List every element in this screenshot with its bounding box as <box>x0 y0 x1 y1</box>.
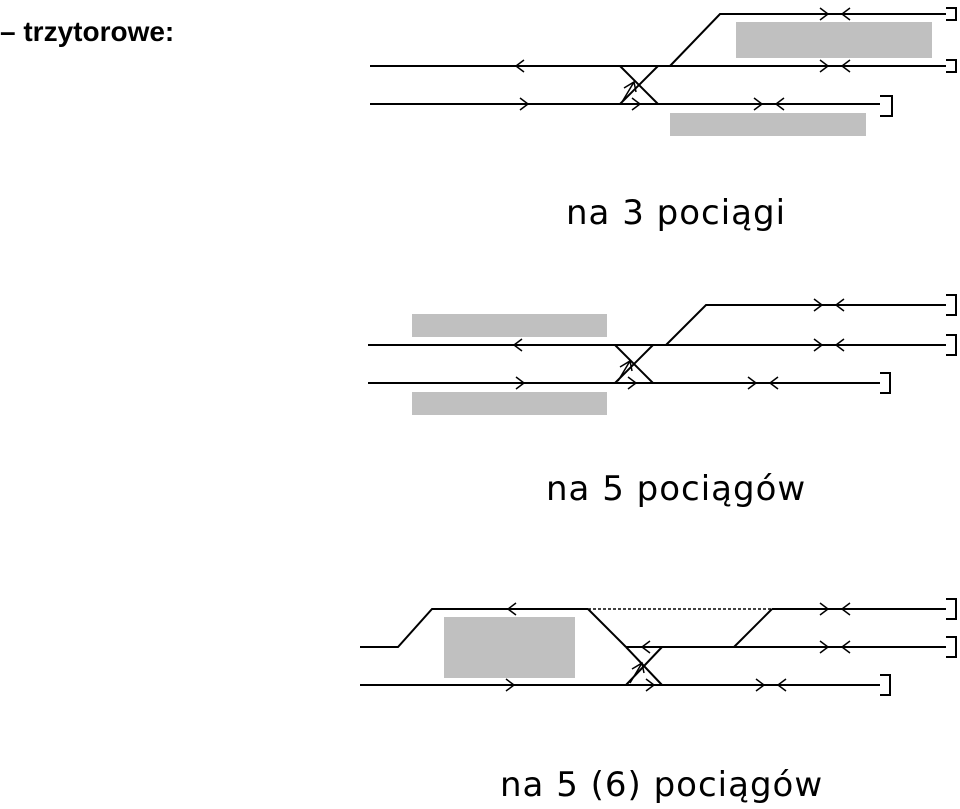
buffer-stop <box>880 95 893 117</box>
buffer-stop <box>946 294 957 316</box>
layout-3-trains: na 3 pociągi <box>370 7 957 233</box>
caption: na 3 pociągi <box>566 193 786 233</box>
buffer-stop <box>946 334 957 356</box>
caption: na 5 (6) pociągów <box>500 765 823 805</box>
buffer-stop <box>946 598 957 620</box>
track-connector <box>733 608 773 648</box>
caption: na 5 pociągów <box>546 469 806 509</box>
buffer-stop <box>880 674 891 696</box>
section-heading: – trzytorowe: <box>0 16 175 47</box>
direction-arrows <box>505 602 851 692</box>
crossover <box>619 65 659 105</box>
direction-arrows <box>513 298 845 390</box>
track-upper <box>665 304 946 346</box>
track-upper <box>669 13 946 67</box>
buffer-stop <box>946 59 957 73</box>
layout-5-trains: na 5 pociągów <box>368 294 957 509</box>
layout-5-6-trains: na 5 (6) pociągów <box>360 598 957 805</box>
buffer-stop <box>946 7 957 21</box>
platform <box>670 113 866 136</box>
track-upper <box>360 608 588 648</box>
buffer-stop <box>946 636 957 658</box>
direction-arrows <box>515 7 851 111</box>
platform <box>444 617 575 678</box>
buffer-stop <box>880 372 891 394</box>
platform <box>412 392 607 415</box>
track-diverging <box>587 608 627 648</box>
platform <box>412 314 607 337</box>
platform <box>736 22 932 58</box>
